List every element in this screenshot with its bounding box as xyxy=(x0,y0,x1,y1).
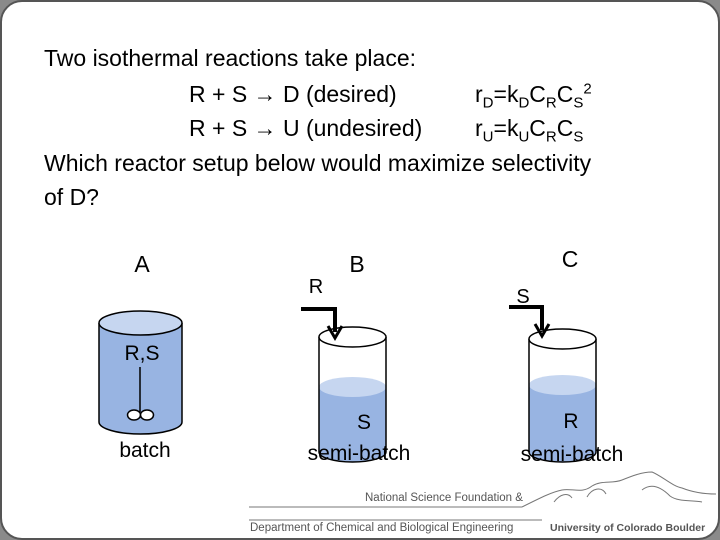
reactor-c-vessel xyxy=(509,305,597,463)
footer-nsf: National Science Foundation & xyxy=(365,492,523,504)
footer-department: Department of Chemical and Biological En… xyxy=(250,522,514,534)
reactor-a-type: batch xyxy=(119,439,171,462)
footer-university: University of Colorado Boulder xyxy=(550,522,706,534)
reactor-c-letter: C xyxy=(561,246,579,272)
reactor-c-feed: S xyxy=(516,286,530,308)
footer-logo xyxy=(249,471,717,521)
reactor-a-vessel xyxy=(98,310,183,435)
reactor-b-letter: B xyxy=(349,251,365,277)
reactor-b-feed: R xyxy=(308,276,324,298)
reaction-desired: R + S → D (desired) xyxy=(189,81,397,107)
reactor-c-contents: R xyxy=(563,410,579,433)
reactor-b-type: semi-batch xyxy=(307,442,411,465)
reaction-undesired: R + S → U (undesired) xyxy=(189,115,423,141)
prompt-line-1: Which reactor setup below would maximize… xyxy=(44,150,592,176)
reactor-b-contents: S xyxy=(356,411,372,434)
prompt-line-2: of D? xyxy=(44,184,99,210)
rate-desired: rD=kDCRCS2 xyxy=(475,80,592,112)
intro-text: Two isothermal reactions take place: xyxy=(44,45,417,71)
impeller-icon xyxy=(126,409,142,421)
reactor-a-contents: R,S xyxy=(124,342,160,365)
reactor-a-letter: A xyxy=(134,251,150,277)
feed-arrow-icon xyxy=(509,305,544,330)
reactor-c-type: semi-batch xyxy=(520,443,624,466)
rate-undesired: rU=kUCRCS xyxy=(475,115,584,146)
feed-arrow-icon xyxy=(301,307,337,332)
reactor-b-vessel xyxy=(301,307,387,463)
